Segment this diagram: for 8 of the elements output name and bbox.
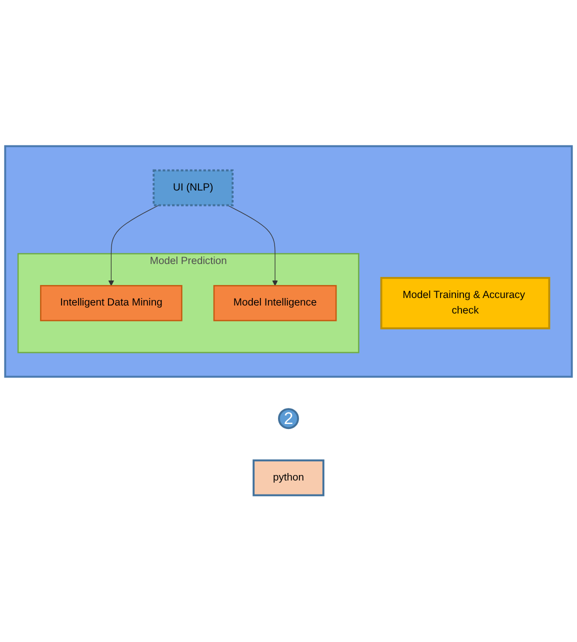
node-box: UI (NLP)	[152, 170, 234, 207]
arrow	[227, 205, 278, 286]
cluster	[4, 145, 573, 378]
node-box: Intelligent Data Mining	[40, 285, 182, 322]
node-box: Model Training & Accuracy check	[380, 277, 550, 330]
node-circle: 2	[278, 408, 299, 430]
node-box: python	[252, 460, 324, 497]
node-box: Model Intelligence	[213, 285, 337, 322]
